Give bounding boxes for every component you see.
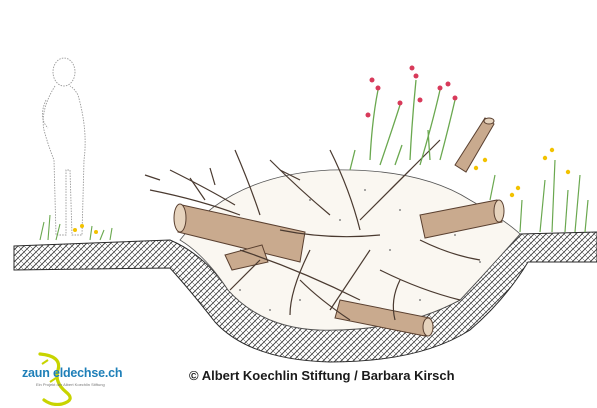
plants-mound (350, 80, 455, 170)
copyright-credit: © Albert Koechlin Stiftung / Barbara Kir… (189, 368, 455, 383)
flowers-left-yellow (73, 224, 98, 234)
flowers-red (366, 66, 458, 118)
person-outline (42, 58, 85, 235)
plants-right (490, 160, 588, 232)
grass-left (40, 215, 112, 240)
logo-text: zaun eldechse.ch (22, 366, 122, 380)
logo-subtext: Ein Projekt der Albert Koechlin Stiftung (36, 382, 105, 387)
flowers-right-yellow (474, 148, 570, 197)
zauneidechse-logo[interactable]: zaun eldechse.ch Ein Projekt der Albert … (22, 352, 152, 406)
